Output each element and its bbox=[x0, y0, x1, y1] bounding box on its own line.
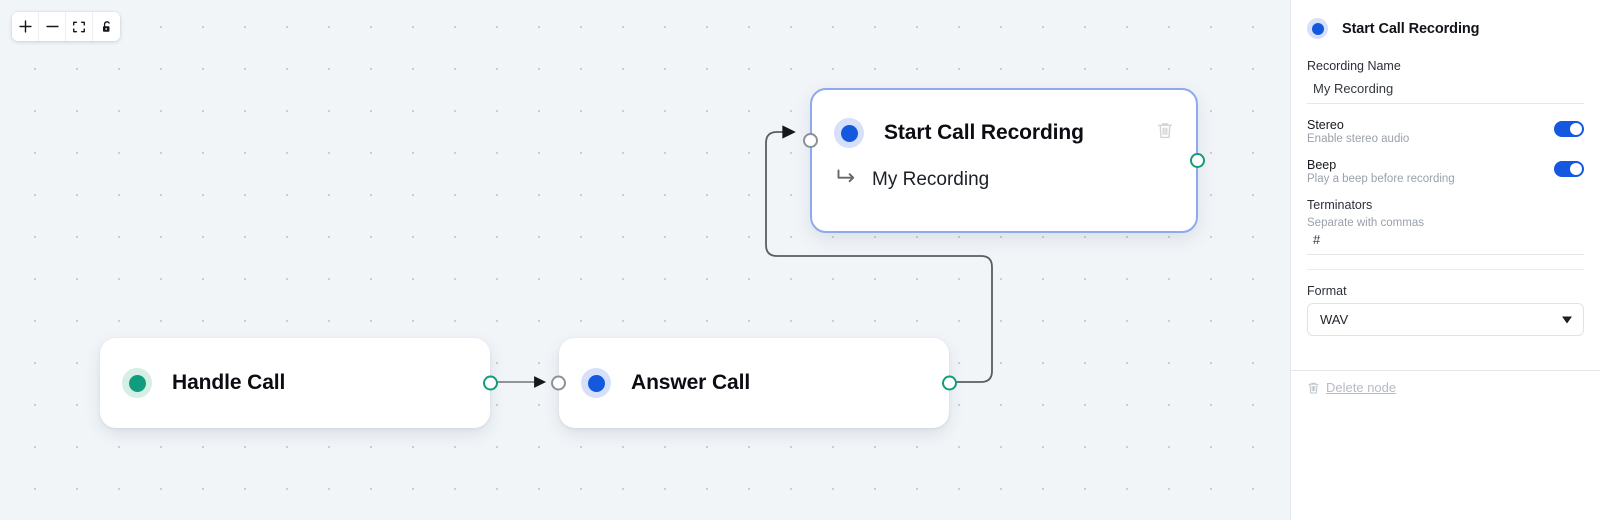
canvas-toolbar bbox=[12, 12, 120, 41]
node-title: Start Call Recording bbox=[884, 121, 1084, 144]
zoom-in-button[interactable] bbox=[12, 12, 39, 41]
node-status-dot-icon bbox=[834, 118, 864, 148]
node-status-dot-icon bbox=[122, 368, 152, 398]
terminators-field: Terminators Separate with commas bbox=[1307, 198, 1584, 255]
panel-status-dot-icon bbox=[1307, 18, 1328, 39]
lock-button[interactable] bbox=[93, 12, 120, 41]
node-settings-panel: Start Call Recording Recording Name Ster… bbox=[1290, 0, 1600, 520]
terminators-input[interactable] bbox=[1307, 229, 1584, 255]
panel-header: Start Call Recording bbox=[1307, 18, 1584, 39]
stereo-toggle[interactable] bbox=[1554, 121, 1584, 137]
format-select[interactable]: WAV bbox=[1307, 303, 1584, 336]
flow-canvas[interactable]: Handle Call Answer Call Start Call Recor… bbox=[0, 0, 1290, 520]
node-target-handle[interactable] bbox=[551, 375, 566, 391]
recording-name-input[interactable] bbox=[1307, 78, 1584, 104]
beep-help: Play a beep before recording bbox=[1307, 173, 1455, 185]
edge-layer bbox=[497, 125, 993, 388]
panel-divider bbox=[1307, 269, 1584, 270]
node-title: Handle Call bbox=[172, 371, 286, 394]
format-selected-value: WAV bbox=[1320, 312, 1349, 327]
stereo-row: Stereo Enable stereo audio bbox=[1307, 118, 1584, 145]
plus-icon bbox=[18, 20, 32, 33]
recording-name-label: Recording Name bbox=[1307, 59, 1401, 73]
node-answer-call[interactable]: Answer Call bbox=[551, 338, 957, 428]
fit-view-icon bbox=[73, 21, 85, 32]
format-field: Format WAV bbox=[1307, 284, 1584, 336]
node-handle-call[interactable]: Handle Call bbox=[100, 338, 498, 428]
panel-footer-divider bbox=[1291, 370, 1600, 371]
trash-icon bbox=[1308, 382, 1319, 394]
zoom-out-button[interactable] bbox=[39, 12, 66, 41]
minus-icon bbox=[45, 25, 59, 28]
terminators-label: Terminators bbox=[1307, 198, 1373, 212]
panel-title: Start Call Recording bbox=[1342, 20, 1480, 37]
beep-toggle[interactable] bbox=[1554, 161, 1584, 177]
recording-name-field: Recording Name bbox=[1307, 59, 1584, 104]
node-delete-icon[interactable] bbox=[1156, 121, 1174, 145]
delete-node-button[interactable]: Delete node bbox=[1307, 380, 1396, 395]
node-status-dot-icon bbox=[581, 368, 611, 398]
delete-node-label: Delete node bbox=[1326, 380, 1397, 395]
node-source-handle[interactable] bbox=[942, 375, 957, 391]
node-source-handle[interactable] bbox=[1190, 153, 1205, 168]
stereo-label: Stereo bbox=[1307, 118, 1344, 132]
beep-row: Beep Play a beep before recording bbox=[1307, 158, 1584, 185]
node-target-handle[interactable] bbox=[803, 133, 818, 148]
node-title: Answer Call bbox=[631, 371, 751, 394]
node-start-call-recording[interactable]: Start Call Recording My Recording bbox=[803, 88, 1205, 233]
stereo-help: Enable stereo audio bbox=[1307, 133, 1410, 145]
node-source-handle[interactable] bbox=[483, 375, 498, 391]
fit-view-button[interactable] bbox=[66, 12, 93, 41]
terminators-help: Separate with commas bbox=[1307, 217, 1424, 229]
beep-label: Beep bbox=[1307, 158, 1337, 172]
trash-icon bbox=[1157, 123, 1173, 139]
unlock-icon bbox=[102, 20, 110, 32]
format-label: Format bbox=[1307, 284, 1347, 298]
